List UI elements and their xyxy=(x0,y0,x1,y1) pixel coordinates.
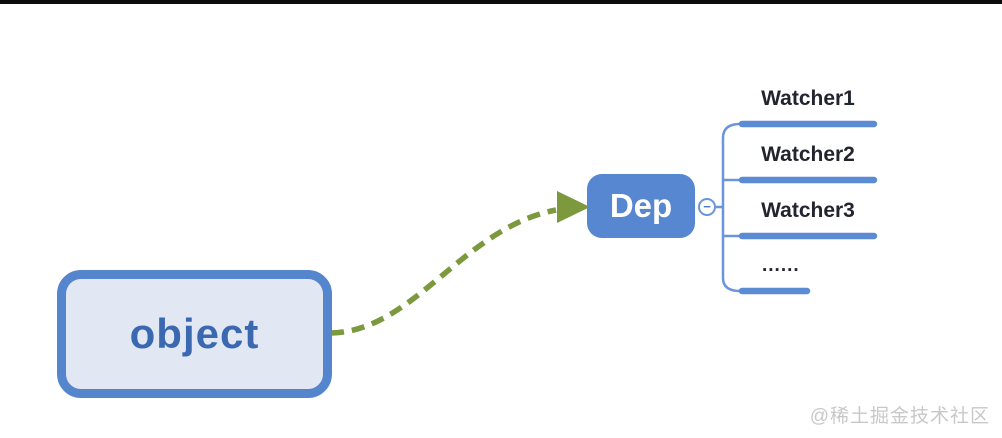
collapse-minus-button[interactable]: − xyxy=(698,198,716,216)
arrowhead-icon xyxy=(557,191,590,223)
watcher-more-label: ...... xyxy=(762,255,800,276)
watcher2-label: Watcher2 xyxy=(761,143,855,166)
dep-node[interactable]: Dep xyxy=(587,174,695,238)
watermark-text: @稀土掘金技术社区 xyxy=(809,406,990,427)
watcher1-label: Watcher1 xyxy=(761,87,855,110)
dep-node-label: Dep xyxy=(609,187,673,224)
bracket-trunk-line xyxy=(721,122,741,293)
top-edge-bar xyxy=(0,0,1002,4)
object-node[interactable]: object xyxy=(57,270,332,398)
object-node-label: object xyxy=(129,310,260,357)
minus-icon: − xyxy=(703,198,711,214)
dashed-arrow-curve xyxy=(330,207,557,336)
watcher3-label: Watcher3 xyxy=(761,199,855,222)
